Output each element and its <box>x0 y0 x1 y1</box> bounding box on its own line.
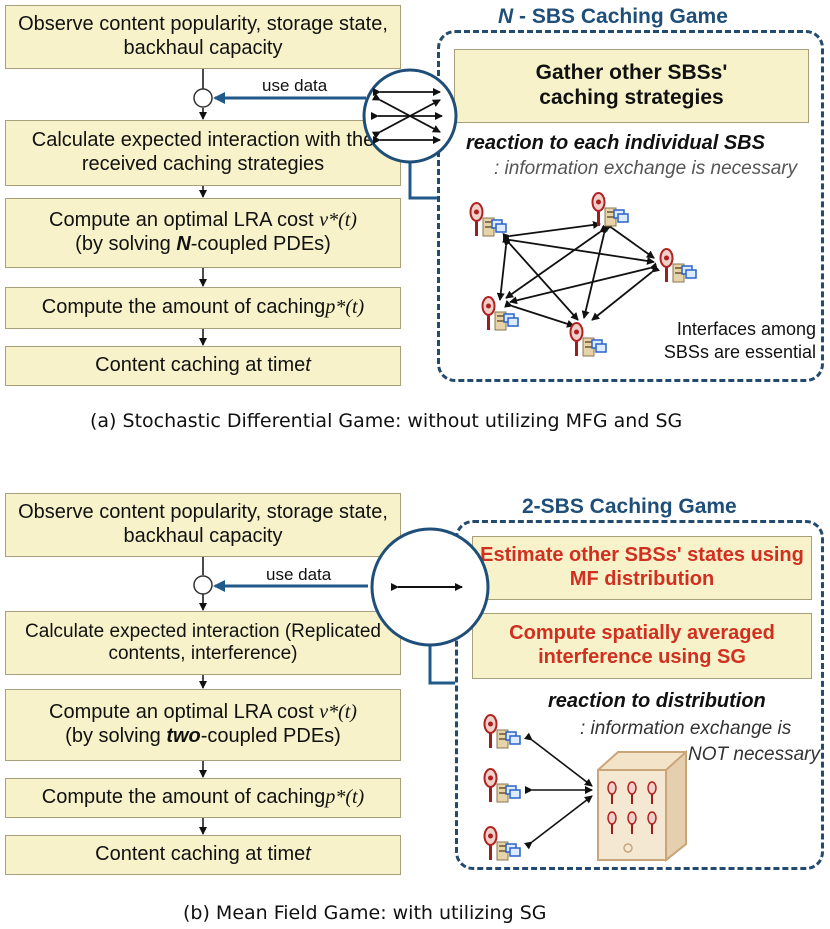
b-caption: (b) Mean Field Game: with utilizing SG <box>183 902 547 924</box>
b-estimate-box: Estimate other SBSs' states using MF dis… <box>472 536 812 600</box>
a-info-label: : information exchange is necessary <box>494 158 798 179</box>
mf-server-icon <box>597 749 687 863</box>
a-interfaces-label: Interfaces among SBSs are essential <box>663 319 816 362</box>
a-step3-text: Compute an optimal LRA cost <box>49 209 320 232</box>
b-step3b-pre: (by solving <box>65 725 167 747</box>
b-step3b-bold: two <box>166 725 201 747</box>
a-step3b-pre: (by solving <box>75 233 177 255</box>
b-compute-sg-box: Compute spatially averaged interference … <box>472 613 812 679</box>
a-step3b-bold: N <box>176 233 191 255</box>
a-sbs-5 <box>569 322 607 357</box>
b-estimate-text: Estimate other SBSs' states using MF dis… <box>480 544 804 590</box>
b-step3-var: v*(t) <box>319 701 357 724</box>
b-info-label-2: NOT necessary <box>688 744 820 765</box>
b-reaction-label: reaction to distribution <box>548 690 766 712</box>
a-step-content-caching: Content caching at time t <box>5 346 401 386</box>
a-step-compute-cost: Compute an optimal LRA cost v*(t) (by so… <box>5 198 401 268</box>
a-game-title: N - SBS Caching Game <box>498 5 728 29</box>
a-game-title-var: N <box>498 5 514 28</box>
a-sbs-2 <box>591 192 629 227</box>
b-step4-var: p*(t) <box>325 786 365 809</box>
b-step-compute-caching: Compute the amount of caching p*(t) <box>5 778 401 818</box>
b-use-data-label: use data <box>266 565 332 584</box>
a-step-observe: Observe content popularity, storage stat… <box>5 5 401 69</box>
a-step-calculate-text: Calculate expected interaction with the … <box>31 129 375 175</box>
a-step4-var: p*(t) <box>325 296 365 319</box>
a-step-calculate: Calculate expected interaction with the … <box>5 120 401 186</box>
a-use-data-label: use data <box>262 76 328 95</box>
b-game-title: 2-SBS Caching Game <box>522 495 737 518</box>
b-mf-links <box>524 732 593 850</box>
b-step3b-post: -coupled PDEs) <box>200 725 341 747</box>
a-step5-var: t <box>305 354 311 377</box>
b-step3-text: Compute an optimal LRA cost <box>49 701 320 724</box>
b-step-observe: Observe content popularity, storage stat… <box>5 493 401 557</box>
b-connector <box>428 634 455 685</box>
b-step-calculate-text: Calculate expected interaction (Replicat… <box>25 620 381 664</box>
b-step-compute-cost: Compute an optimal LRA cost v*(t) (by so… <box>5 689 401 761</box>
b-merge-node <box>193 575 213 595</box>
a-sbs-3 <box>659 248 697 283</box>
a-reaction-label: reaction to each individual SBS <box>466 132 765 154</box>
b-step4-text: Compute the amount of caching <box>41 786 326 809</box>
a-merge-node <box>193 88 213 108</box>
b-compute-sg-text: Compute spatially averaged interference … <box>509 622 775 668</box>
a-gather-box: Gather other SBSs' caching strategies <box>454 49 809 123</box>
a-sbs-network-links <box>496 220 660 328</box>
a-exchange-arrows <box>371 88 443 144</box>
b-sbs-3 <box>483 826 521 861</box>
b-step-calculate: Calculate expected interaction (Replicat… <box>5 611 401 675</box>
a-gather-text: Gather other SBSs' caching strategies <box>535 61 728 109</box>
a-sbs-1 <box>469 202 507 237</box>
b-step-observe-text: Observe content popularity, storage stat… <box>18 501 388 547</box>
b-step5-text: Content caching at time <box>95 843 306 866</box>
a-step3-var: v*(t) <box>319 209 357 232</box>
b-step5-var: t <box>305 843 311 866</box>
a-step-observe-text: Observe content popularity, storage stat… <box>18 13 388 59</box>
a-step5-text: Content caching at time <box>95 354 306 377</box>
b-info-label-1: : information exchange is <box>580 718 792 739</box>
b-step-content-caching: Content caching at time t <box>5 835 401 875</box>
a-connector <box>408 150 437 200</box>
a-step3b-post: -coupled PDEs) <box>190 233 331 255</box>
a-step-compute-caching: Compute the amount of caching p*(t) <box>5 287 401 329</box>
a-game-title-rest: - SBS Caching Game <box>513 5 728 28</box>
b-sbs-2 <box>483 768 521 803</box>
a-game-frame <box>437 30 824 382</box>
a-step4-text: Compute the amount of caching <box>41 296 326 319</box>
b-sbs-1 <box>483 714 521 749</box>
b-game-frame <box>455 520 824 870</box>
a-caption: (a) Stochastic Differential Game: withou… <box>90 410 683 432</box>
